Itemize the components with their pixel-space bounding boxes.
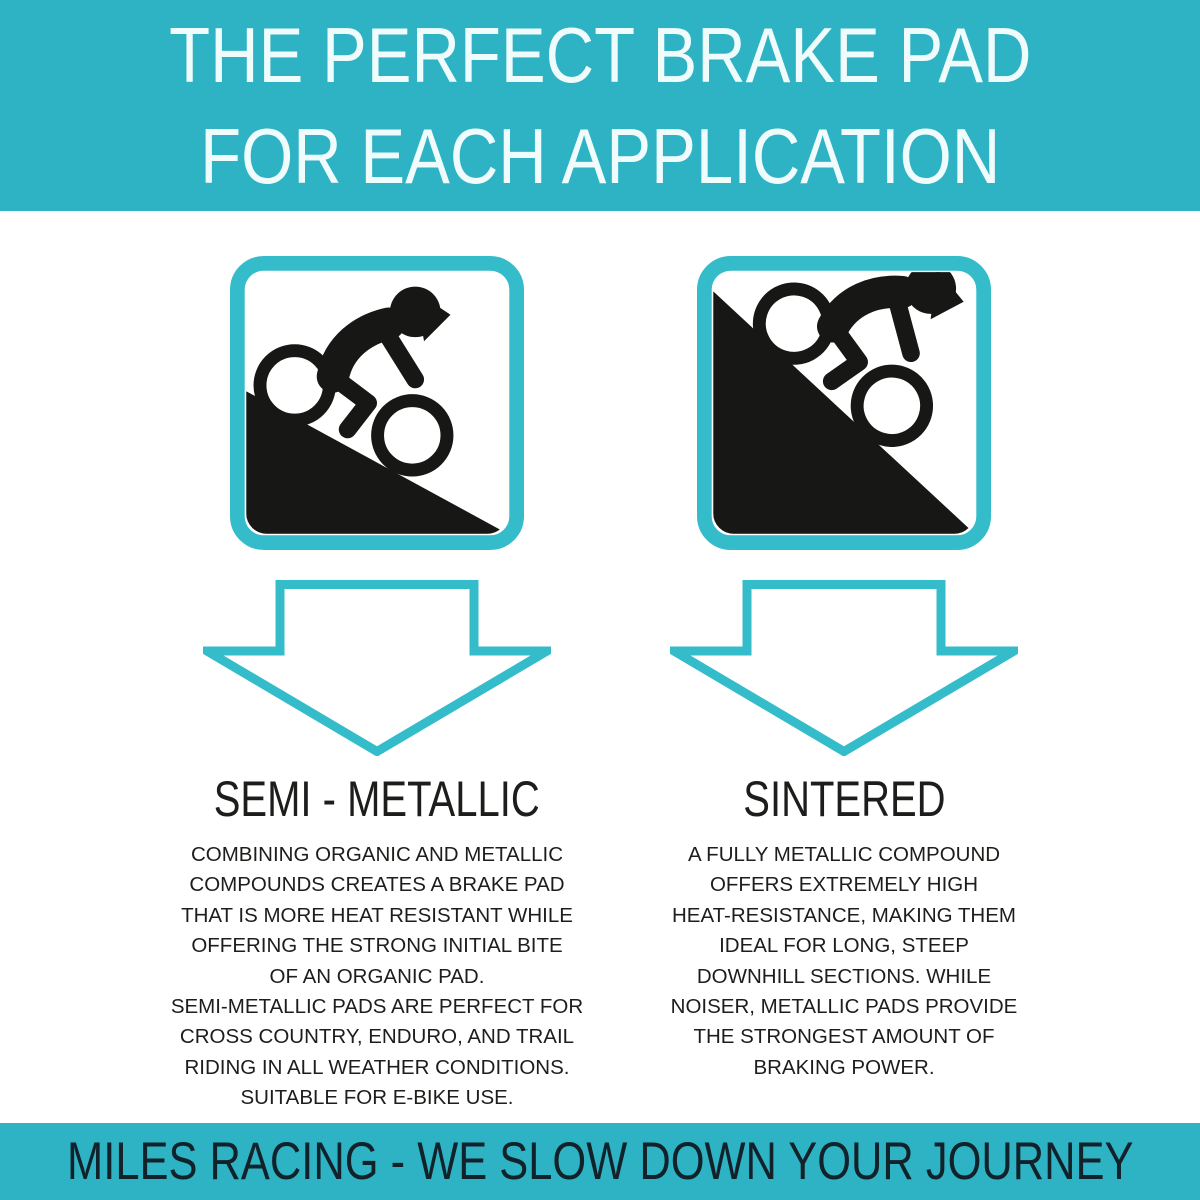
helmet-visor <box>930 272 964 320</box>
arrow-outline <box>670 580 1018 756</box>
sintered-title: SINTERED <box>742 771 946 827</box>
header-title-line1: THE PERFECT BRAKE PAD <box>168 10 1032 99</box>
leg <box>822 317 868 391</box>
rider-silhouette <box>253 286 454 477</box>
arm <box>887 290 920 363</box>
rider-silhouette <box>752 272 964 447</box>
cross-country-rider-icon <box>230 256 524 550</box>
downhill-rider-icon <box>697 256 991 550</box>
semi-metallic-column: SEMI - METALLIC COMBINING ORGANIC AND ME… <box>154 211 600 1114</box>
semi-metallic-title: SEMI - METALLIC <box>213 771 540 827</box>
front-wheel <box>371 394 454 477</box>
sintered-column: SINTERED A FULLY METALLIC COMPOUND OFFER… <box>621 211 1067 1083</box>
down-arrow-icon <box>203 580 551 756</box>
sintered-description: A FULLY METALLIC COMPOUND OFFERS EXTREME… <box>670 843 1018 1079</box>
header-banner: THE PERFECT BRAKE PAD FOR EACH APPLICATI… <box>0 0 1200 211</box>
footer-tagline: MILES RACING - WE SLOW DOWN YOUR JOURNEY <box>66 1132 1134 1191</box>
header-title-line2: FOR EACH APPLICATION <box>199 111 1001 200</box>
arm <box>377 323 425 389</box>
leg <box>324 367 377 439</box>
down-arrow-icon <box>670 580 1018 756</box>
helmet-visor <box>415 291 451 342</box>
footer-banner: MILES RACING - WE SLOW DOWN YOUR JOURNEY <box>0 1123 1200 1200</box>
front-wheel <box>850 364 934 447</box>
gentle-slope-triangle <box>246 391 508 534</box>
arrow-outline <box>203 580 551 756</box>
semi-metallic-description: COMBINING ORGANIC AND METALLIC COMPOUNDS… <box>170 843 584 1110</box>
